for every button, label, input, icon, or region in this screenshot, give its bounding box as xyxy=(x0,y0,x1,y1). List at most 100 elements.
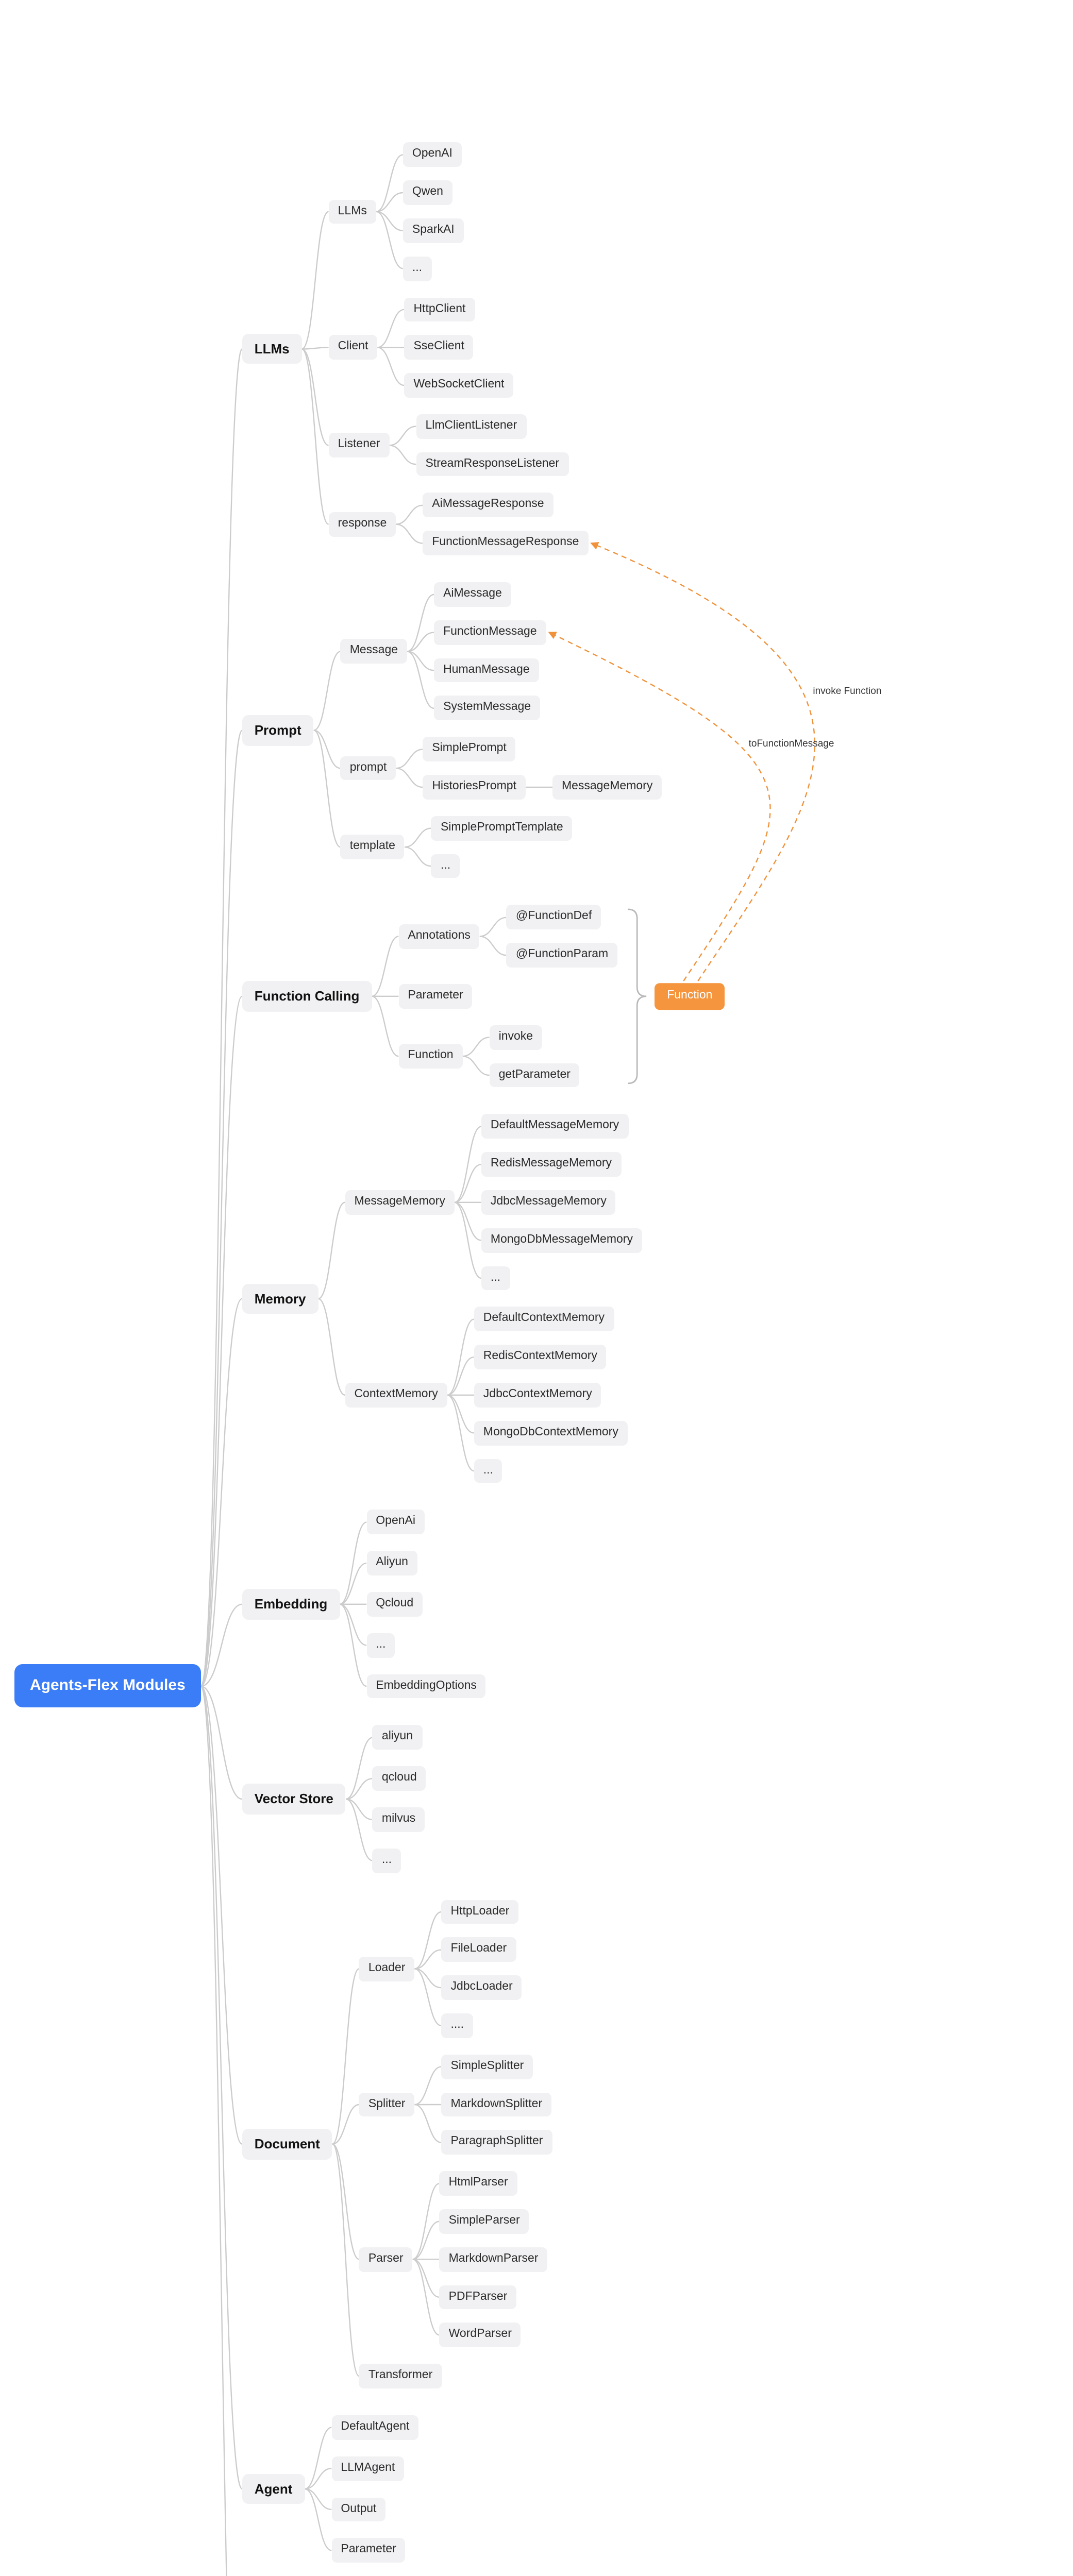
connector-line xyxy=(479,917,507,937)
mindmap-node-aliyun[interactable]: aliyun xyxy=(372,1725,423,1750)
mindmap-node-document[interactable]: Document xyxy=(242,2128,332,2160)
mindmap-node-humanmessage[interactable]: HumanMessage xyxy=(434,658,539,683)
mindmap-node-functionparam[interactable]: @FunctionParam xyxy=(506,943,618,968)
mindmap-node-openai[interactable]: OpenAi xyxy=(366,1510,425,1535)
mindmap-node-functiondef[interactable]: @FunctionDef xyxy=(506,905,601,930)
mindmap-node-httploader[interactable]: HttpLoader xyxy=(441,1900,519,1924)
mindmap-node-dots[interactable]: ... xyxy=(366,1633,395,1658)
mindmap-node-parameter[interactable]: Parameter xyxy=(398,984,473,1009)
mindmap-node-llms[interactable]: LLMs xyxy=(328,199,376,224)
mindmap-node-dots[interactable]: ... xyxy=(403,256,432,281)
mindmap-node-qcloud[interactable]: qcloud xyxy=(372,1766,426,1791)
mindmap-node-defaultmessagememory[interactable]: DefaultMessageMemory xyxy=(481,1114,629,1139)
mindmap-node-splitter[interactable]: Splitter xyxy=(359,2092,415,2117)
mindmap-node-htmlparser[interactable]: HtmlParser xyxy=(439,2171,517,2196)
mindmap-node-function-calling[interactable]: Function Calling xyxy=(242,981,372,1012)
connector-line xyxy=(376,211,403,231)
mindmap-node-historiesprompt[interactable]: HistoriesPrompt xyxy=(423,775,526,800)
mindmap-node-markdownparser[interactable]: MarkdownParser xyxy=(439,2247,548,2272)
mindmap-node-sseclient[interactable]: SseClient xyxy=(404,335,474,360)
mindmap-node-markdownsplitter[interactable]: MarkdownSplitter xyxy=(441,2092,552,2117)
mindmap-node-loader[interactable]: Loader xyxy=(359,1956,415,1981)
mindmap-node-redismessagememory[interactable]: RedisMessageMemory xyxy=(481,1152,622,1177)
mindmap-node-agents-flex-modules[interactable]: Agents-Flex Modules xyxy=(14,1664,201,1708)
mindmap-node-fileloader[interactable]: FileLoader xyxy=(441,1937,516,1962)
mindmap-node-jdbccontextmemory[interactable]: JdbcContextMemory xyxy=(474,1383,601,1408)
mindmap-node-defaultcontextmemory[interactable]: DefaultContextMemory xyxy=(474,1307,614,1332)
mindmap-node-dots[interactable]: ... xyxy=(372,1848,401,1873)
mindmap-node-agent[interactable]: Agent xyxy=(242,2473,305,2504)
mindmap-node-dots[interactable]: .... xyxy=(441,2013,474,2038)
connector-line xyxy=(376,154,404,212)
mindmap-node-embedding[interactable]: Embedding xyxy=(242,1589,340,1620)
mindmap-node-simpleparser[interactable]: SimpleParser xyxy=(439,2209,529,2234)
mindmap-node-jdbcloader[interactable]: JdbcLoader xyxy=(441,1975,522,2000)
mindmap-node-qcloud[interactable]: Qcloud xyxy=(366,1592,423,1617)
mindmap-node-httpclient[interactable]: HttpClient xyxy=(404,297,475,322)
mindmap-node-milvus[interactable]: milvus xyxy=(372,1807,425,1832)
mindmap-node-functionmessage[interactable]: FunctionMessage xyxy=(434,620,546,645)
mindmap-node-client[interactable]: Client xyxy=(328,335,378,360)
mindmap-node-qwen[interactable]: Qwen xyxy=(403,180,452,205)
mindmap-node-template[interactable]: template xyxy=(340,835,405,860)
mindmap-node-llmclientlistener[interactable]: LlmClientListener xyxy=(416,414,527,439)
mindmap-node-prompt[interactable]: Prompt xyxy=(242,715,314,746)
mindmap-node-pdfparser[interactable]: PDFParser xyxy=(439,2285,517,2310)
mindmap-node-function[interactable]: Function xyxy=(398,1044,463,1069)
mindmap-node-simpleprompttemplate[interactable]: SimplePromptTemplate xyxy=(431,816,573,841)
mindmap-node-aimessageresponse[interactable]: AiMessageResponse xyxy=(423,493,554,518)
mindmap-node-messagememory[interactable]: MessageMemory xyxy=(552,775,662,800)
mindmap-node-llms[interactable]: LLMs xyxy=(242,333,302,364)
mindmap-node-websocketclient[interactable]: WebSocketClient xyxy=(404,373,514,398)
mindmap-node-getparameter[interactable]: getParameter xyxy=(489,1063,580,1088)
mindmap-node-openai[interactable]: OpenAI xyxy=(403,142,462,167)
mindmap-node-aliyun[interactable]: Aliyun xyxy=(366,1551,417,1575)
mindmap-node-streamresponselistener[interactable]: StreamResponseListener xyxy=(416,452,568,477)
connector-line xyxy=(407,632,434,652)
mindmap-node-invoke[interactable]: invoke xyxy=(489,1025,543,1050)
mindmap-node-parser[interactable]: Parser xyxy=(359,2247,413,2272)
mindmap-node-memory[interactable]: Memory xyxy=(242,1283,318,1314)
mindmap-node-paragraphsplitter[interactable]: ParagraphSplitter xyxy=(441,2130,552,2155)
mindmap-node-sparkai[interactable]: SparkAI xyxy=(403,218,464,243)
mindmap-node-listener[interactable]: Listener xyxy=(328,433,390,458)
connector-line xyxy=(200,1685,243,2145)
mindmap-node-transformer[interactable]: Transformer xyxy=(359,2364,442,2388)
mindmap-node-contextmemory[interactable]: ContextMemory xyxy=(345,1383,447,1408)
mindmap-node-message[interactable]: Message xyxy=(340,639,408,664)
connector-line xyxy=(305,2427,332,2490)
mindmap-node-messagememory[interactable]: MessageMemory xyxy=(345,1190,455,1215)
connector-line xyxy=(376,211,404,269)
mindmap-node-simplesplitter[interactable]: SimpleSplitter xyxy=(441,2054,533,2079)
function-arrow xyxy=(548,632,771,981)
mindmap-node-wordparser[interactable]: WordParser xyxy=(439,2323,521,2348)
connector-line xyxy=(377,347,405,386)
mindmap-node-defaultagent[interactable]: DefaultAgent xyxy=(331,2415,419,2440)
mindmap-node-functionmessageresponse[interactable]: FunctionMessageResponse xyxy=(423,531,589,556)
mindmap-node-mongodbmessagememory[interactable]: MongoDbMessageMemory xyxy=(481,1228,642,1253)
mindmap-node-aimessage[interactable]: AiMessage xyxy=(434,582,511,607)
mindmap-node-dots[interactable]: ... xyxy=(474,1459,502,1483)
mindmap-node-embeddingoptions[interactable]: EmbeddingOptions xyxy=(366,1674,486,1699)
connector-line xyxy=(305,2488,332,2510)
mindmap-node-parameter[interactable]: Parameter xyxy=(331,2538,406,2563)
mindmap-node-output[interactable]: Output xyxy=(331,2497,386,2522)
mindmap-node-annotations[interactable]: Annotations xyxy=(398,924,480,949)
mindmap-node-jdbcmessagememory[interactable]: JdbcMessageMemory xyxy=(481,1190,616,1215)
function-node[interactable]: Function xyxy=(655,983,725,1010)
connector-line xyxy=(412,2259,440,2298)
mindmap-node-rediscontextmemory[interactable]: RedisContextMemory xyxy=(474,1345,607,1370)
connector-line xyxy=(200,1298,243,1687)
mindmap-node-vector-store[interactable]: Vector Store xyxy=(242,1784,346,1815)
mindmap-node-mongodbcontextmemory[interactable]: MongoDbContextMemory xyxy=(474,1420,628,1446)
mindmap-node-prompt[interactable]: prompt xyxy=(340,756,396,781)
mindmap-node-dots[interactable]: ... xyxy=(431,854,460,878)
mindmap-node-response[interactable]: response xyxy=(328,512,396,537)
mindmap-node-dots[interactable]: ... xyxy=(481,1266,510,1291)
connector-line xyxy=(414,1911,442,1970)
connector-line xyxy=(301,347,329,350)
mindmap-node-llmagent[interactable]: LLMAgent xyxy=(331,2456,405,2481)
connector-line xyxy=(331,2143,360,2377)
mindmap-node-simpleprompt[interactable]: SimplePrompt xyxy=(423,737,516,762)
mindmap-node-systemmessage[interactable]: SystemMessage xyxy=(434,696,541,721)
